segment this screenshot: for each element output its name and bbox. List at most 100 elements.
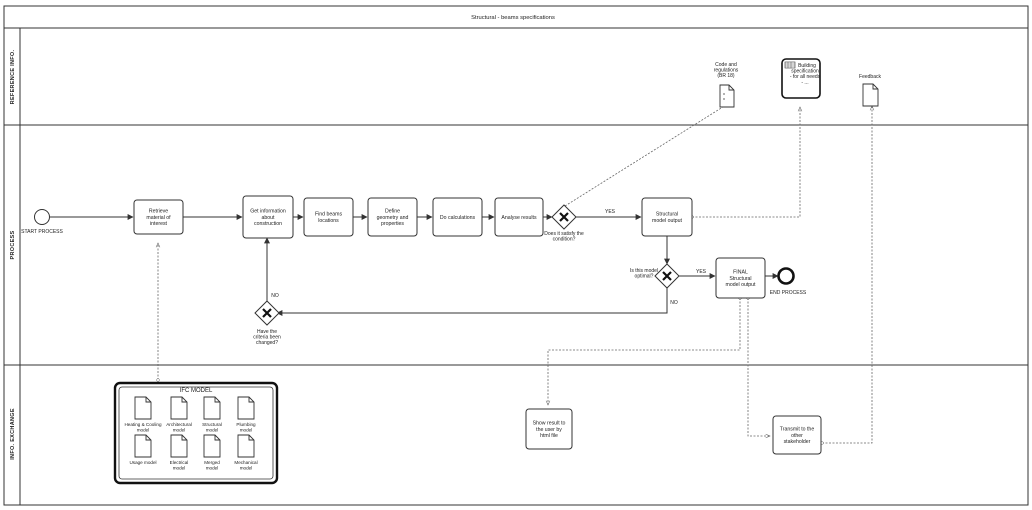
task-find-beams-label-line: Find beams [315, 212, 343, 218]
task-transmit-label-line: other [791, 433, 803, 439]
gateway-satisfy-label: Does it satisfy the [544, 231, 584, 237]
ifc-file[interactable]: Usage model [129, 434, 157, 465]
gateway-satisfy-label: condition? [553, 237, 576, 243]
doc-codes-label: (BR 18) [717, 73, 735, 79]
ifc-file-label: model [240, 465, 253, 470]
document-icon [203, 434, 221, 458]
exclusive-x-icon [662, 271, 672, 281]
end-event-label: END PROCESS [770, 290, 807, 296]
flow-labels: YES YES NO NO [271, 209, 706, 306]
lane-exchange-label: INFO. EXCHANGE [10, 408, 16, 460]
task-structural-output-label-line: Structural [656, 212, 678, 218]
doc-building-spec-label: - ... [801, 80, 808, 86]
ifc-file-label: Mechanical [234, 460, 257, 465]
pool-title: Structural - beams specifications [471, 15, 555, 21]
ifc-files: Heating & CoolingmodelArchitecturalmodel… [124, 396, 258, 470]
document-icon [134, 396, 152, 420]
task-get-info-label-line: about [262, 215, 276, 221]
task-define-geometry-label-line: geometry and [377, 215, 409, 221]
start-event[interactable]: START PROCESS [21, 209, 63, 236]
ifc-file-label: Heating & Cooling [124, 422, 161, 427]
flow-label-no-1: NO [670, 300, 678, 306]
doc-building-spec-label: specification [791, 69, 819, 75]
ifc-file-label: Plumbing [236, 422, 256, 427]
gateway-optimal-label: Is this model [630, 268, 658, 274]
task-analyse[interactable]: Analyse results [494, 197, 544, 237]
document-icon [134, 434, 152, 458]
gateway-optimal-label: optimal? [635, 274, 654, 280]
doc-codes-label: Code and [715, 62, 737, 68]
exclusive-x-icon [559, 212, 569, 222]
flow-label-yes-2: YES [696, 269, 707, 275]
task-find-beams-label-line: locations [318, 218, 339, 224]
ifc-file-label: Architectural [166, 422, 192, 427]
exclusive-x-icon [262, 308, 272, 318]
document-icon [719, 84, 735, 108]
ifc-file-label: model [206, 465, 219, 470]
pool: Structural - beams specifications [3, 5, 1029, 506]
ifc-file-label: model [206, 427, 219, 432]
task-final-output-label-line: FINAL [733, 270, 748, 276]
task-final-output-label-line: Structural [729, 276, 751, 282]
task-transmit-label-line: stakeholder [784, 439, 811, 445]
task-do-calculations[interactable]: Do calculations [432, 197, 483, 237]
task-analyse-label-line: Analyse results [501, 215, 537, 221]
task-structural-output-label-line: model output [652, 218, 683, 224]
flow-label-no-2: NO [271, 293, 279, 299]
end-event[interactable]: END PROCESS [770, 267, 807, 297]
task-define-geometry-label-line: properties [381, 221, 404, 227]
document-icon [203, 396, 221, 420]
task-transmit-label-line: Transmit to the [780, 427, 815, 433]
task-get-info-label-line: construction [254, 221, 282, 227]
gateway-criteria-label: Have the [257, 329, 277, 335]
ifc-model-group[interactable]: IFC MODEL Heating & CoolingmodelArchitec… [113, 381, 279, 485]
start-event-label: START PROCESS [21, 229, 63, 235]
task-show-result-label-line: the user by [536, 427, 562, 433]
gateway-criteria-label: changed? [256, 340, 278, 346]
associations [158, 99, 872, 443]
gateway-criteria-label: criteria been [253, 335, 281, 341]
task-show-result-label-line: html file [540, 433, 558, 439]
ifc-file-label: model [173, 465, 186, 470]
lane-process-label: PROCESS [10, 230, 16, 259]
doc-codes-label: regulations [714, 68, 739, 74]
ifc-model-title: IFC MODEL [180, 388, 213, 394]
ifc-file-label: model [137, 427, 150, 432]
document-icon [170, 396, 188, 420]
task-final-output-label-line: model output [726, 282, 757, 288]
doc-feedback[interactable]: Feedback [859, 74, 881, 107]
doc-building-spec-label: - for all needs [790, 74, 821, 80]
ifc-file-label: Structural [202, 422, 222, 427]
task-retrieve-label-line: Retrieve [149, 209, 168, 215]
pool-border [3, 5, 1029, 506]
task-show-result-label-line: Show result to [533, 421, 566, 427]
ifc-file-label: Usage model [129, 460, 156, 465]
document-icon [170, 434, 188, 458]
flow-label-yes-1: YES [605, 209, 616, 215]
lane-reference-label: REFERENCE INFO. [10, 50, 16, 105]
